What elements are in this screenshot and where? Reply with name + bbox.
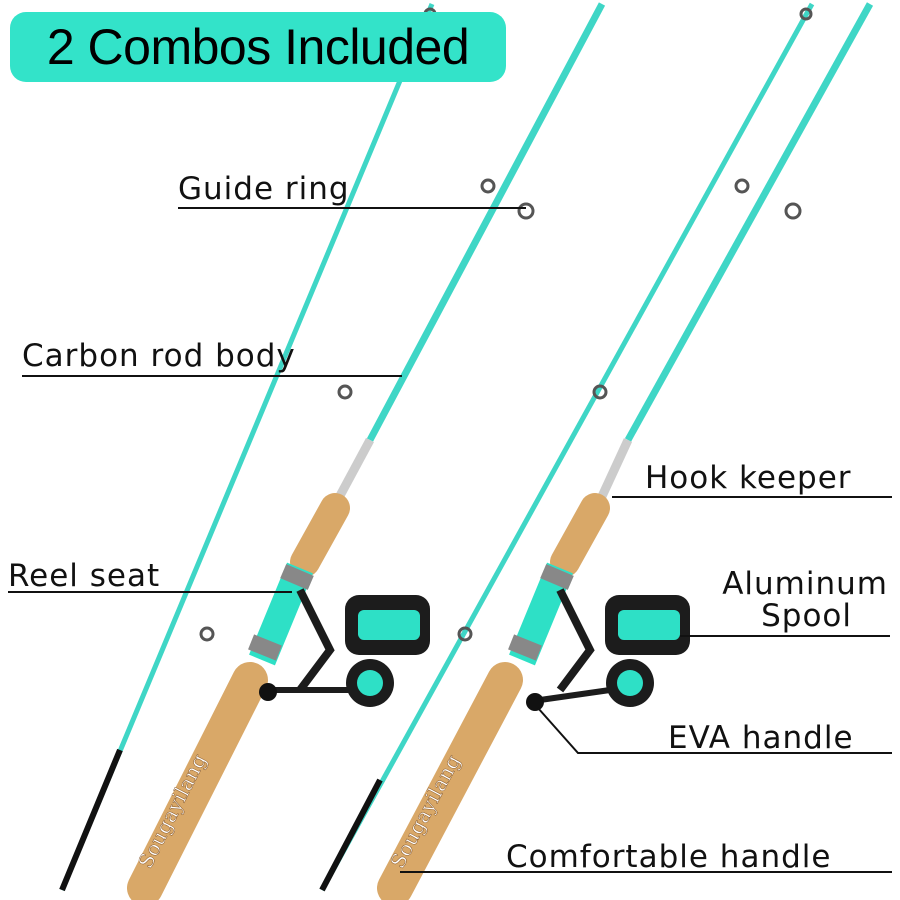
label-carbon-rod-body: Carbon rod body — [22, 338, 296, 374]
rod-section-1 — [59, 3, 435, 891]
label-hook-keeper: Hook keeper — [645, 460, 852, 496]
cork-lower-1 — [127, 662, 268, 900]
combos-badge: 2 Combos Included — [10, 12, 506, 82]
label-eva-handle: EVA handle — [668, 720, 854, 756]
spinning-reel-1 — [259, 588, 430, 707]
rod-main-2 — [624, 2, 874, 442]
cork-upper-2 — [550, 493, 610, 577]
cork-upper-1 — [290, 493, 350, 577]
label-guide-ring: Guide ring — [178, 171, 350, 207]
callout-line-eva — [537, 707, 892, 754]
rod-section-2 — [319, 2, 815, 892]
cork-lower-2 — [377, 662, 523, 900]
rod-main-1 — [366, 2, 606, 442]
label-aluminum-spool-line1: Aluminum — [722, 566, 888, 602]
label-comfortable-handle: Comfortable handle — [506, 839, 832, 875]
spinning-reel-2 — [526, 588, 690, 711]
label-aluminum-spool-line2: Spool — [761, 598, 852, 634]
label-reel-seat: Reel seat — [8, 558, 161, 594]
